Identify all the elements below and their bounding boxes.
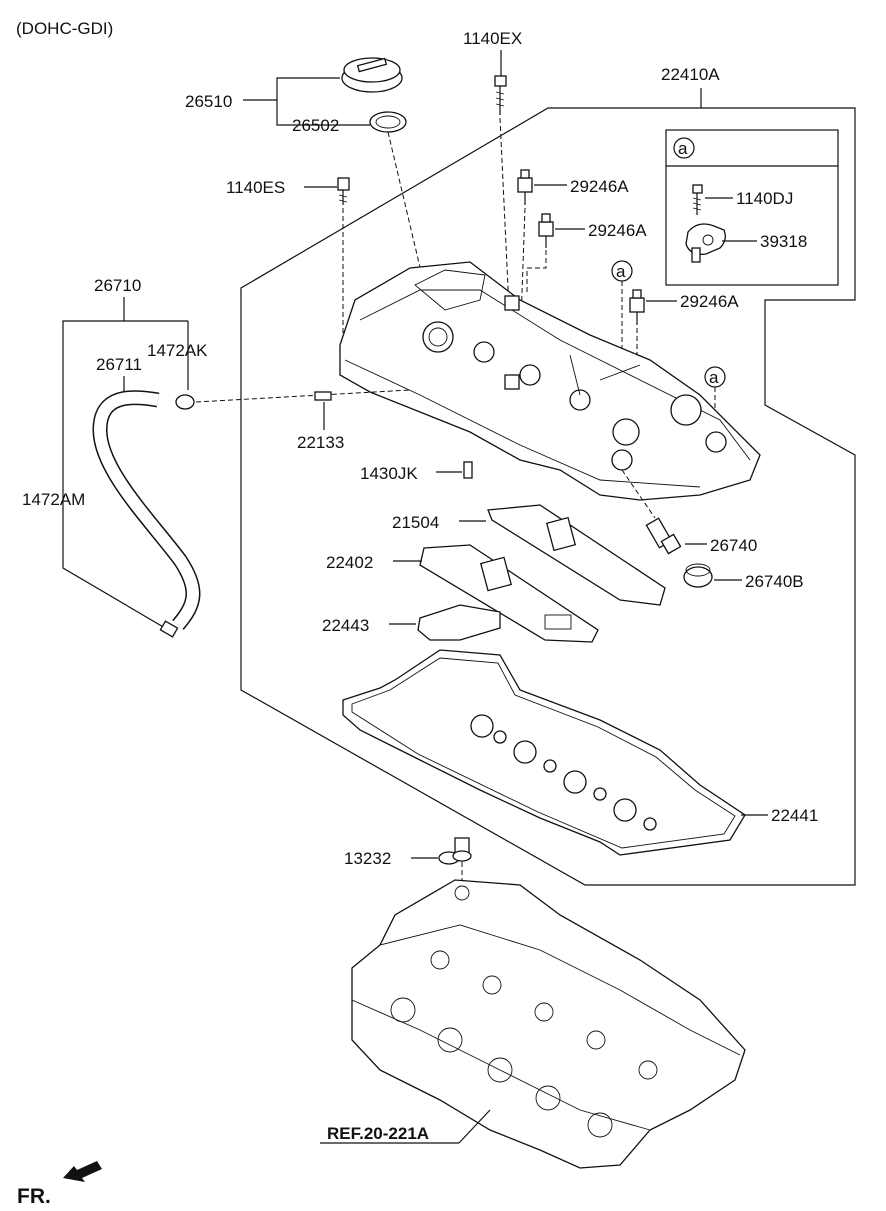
valve-cover-icon <box>339 261 761 501</box>
label-1430JK: 1430JK <box>360 464 418 483</box>
label-22443: 22443 <box>322 616 369 635</box>
svg-text:a: a <box>709 368 719 387</box>
label-1140ES: 1140ES <box>226 178 285 197</box>
label-22133: 22133 <box>297 433 344 452</box>
camshaft-sensor-icon <box>685 223 726 263</box>
label-26502: 26502 <box>292 116 339 135</box>
grommet-icon <box>683 563 713 588</box>
label-13232: 13232 <box>344 849 391 868</box>
bolt-icon <box>692 184 703 215</box>
pcv-hose-icon <box>92 390 201 630</box>
label-22410A: 22410A <box>661 65 720 84</box>
label-22441: 22441 <box>771 806 818 825</box>
direction-label: FR. <box>17 1185 51 1208</box>
bolt-icon <box>538 213 554 248</box>
inset-box: a 1140DJ 39318 <box>665 129 839 286</box>
cap-gasket-icon <box>369 111 407 133</box>
svg-text:a: a <box>616 262 626 281</box>
label-29246A-2: 29246A <box>588 221 647 240</box>
gasket-icon <box>417 604 501 641</box>
cylinder-head-icon <box>351 879 746 1169</box>
assembly-boundary <box>240 88 856 886</box>
label-26740B: 26740B <box>745 572 804 591</box>
hose-clamp-icon <box>175 394 195 410</box>
label-22402: 22402 <box>326 553 373 572</box>
label-29246A-1: 29246A <box>570 177 629 196</box>
hose-clamp-icon <box>159 620 179 638</box>
label-26510: 26510 <box>185 92 232 111</box>
label-26711: 26711 <box>96 355 142 374</box>
pin-icon <box>314 391 332 401</box>
oil-filler-cap-icon <box>341 57 403 93</box>
bolt-icon <box>629 289 645 325</box>
label-1140EX: 1140EX <box>463 29 522 48</box>
label-1472AM: 1472AM <box>22 490 85 509</box>
variant-title: (DOHC-GDI) <box>16 19 113 38</box>
cover-gasket-icon <box>342 649 746 856</box>
plug-icon <box>438 837 472 865</box>
inset-marker: a <box>678 139 688 158</box>
label-1472AK: 1472AK <box>147 341 208 360</box>
bolt-icon <box>494 75 507 115</box>
bolt-icon <box>337 177 350 205</box>
baffle-plate-icon <box>419 544 599 643</box>
baffle-plate-icon <box>487 504 666 606</box>
dowel-pin-icon <box>463 461 473 479</box>
label-39318: 39318 <box>760 232 807 251</box>
reference-label: REF.20-221A <box>327 1124 429 1143</box>
label-1140DJ: 1140DJ <box>736 189 793 208</box>
label-26710: 26710 <box>94 276 141 295</box>
pcv-valve-icon <box>645 517 682 555</box>
direction-arrow-icon <box>63 1161 102 1182</box>
bolt-icon <box>517 169 533 205</box>
label-29246A-3: 29246A <box>680 292 739 311</box>
callout-marker-a: a <box>704 366 726 432</box>
label-26740: 26740 <box>710 536 757 555</box>
label-21504: 21504 <box>392 513 439 532</box>
